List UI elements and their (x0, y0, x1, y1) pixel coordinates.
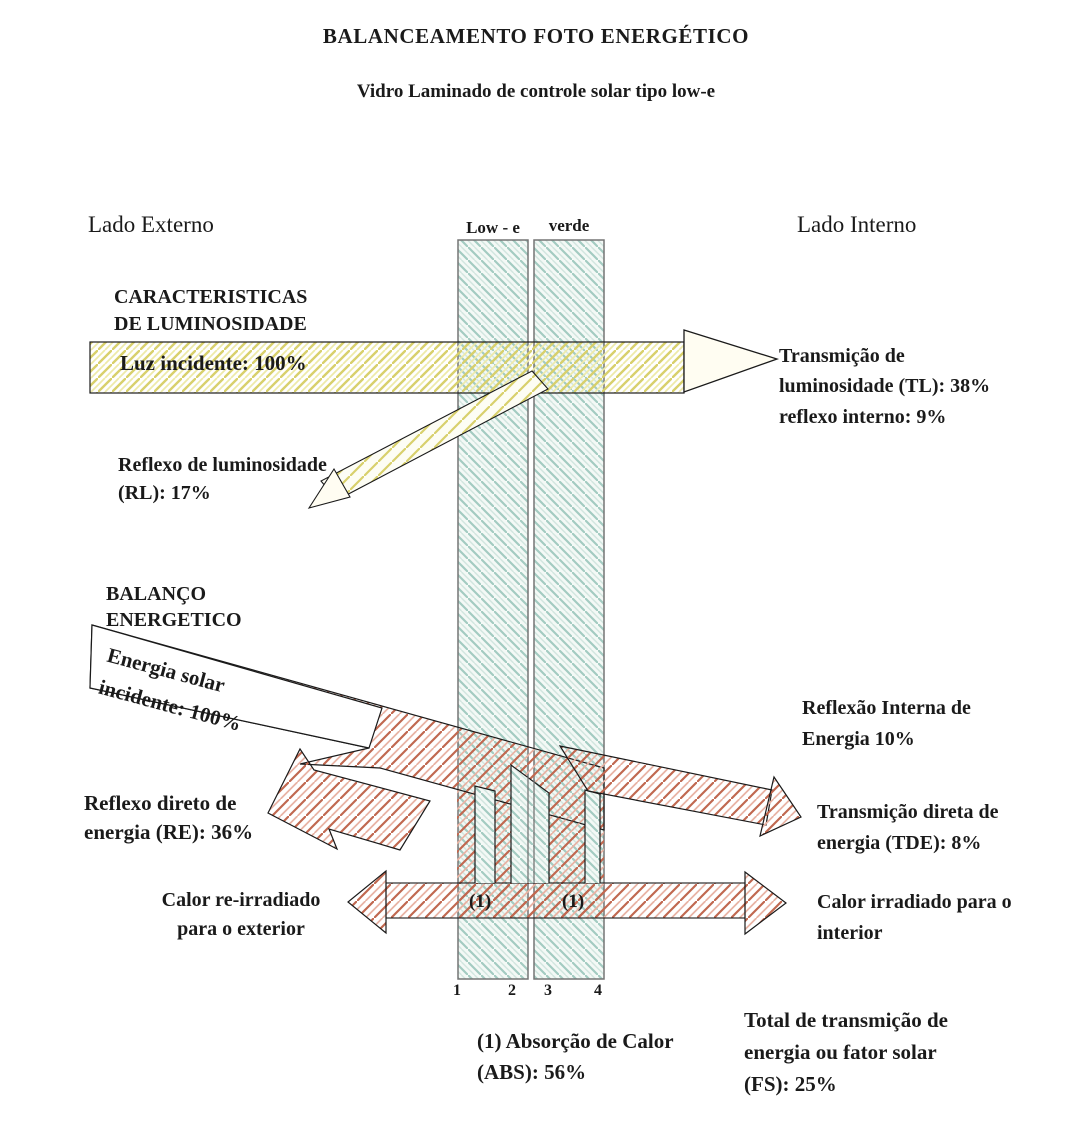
absorption-marker-left: (1) (469, 891, 492, 912)
page-subtitle: Vidro Laminado de controle solar tipo lo… (356, 81, 716, 102)
incident-light-label: Luz incidente: 100% (120, 351, 307, 375)
absorption-marker-right: (1) (562, 891, 585, 912)
incident-energy-label-strip (89, 624, 383, 749)
pane2-label: verde (548, 216, 590, 235)
side-label-internal: Lado Interno (797, 212, 917, 237)
absorption-channel-right (584, 789, 601, 883)
pane1-label: Low - e (466, 218, 520, 237)
surface-tick-1: 1 (453, 982, 461, 999)
light-transmission-label: Transmição de luminosidade (TL): 38% (779, 345, 991, 397)
absorption-label: (1) Absorção de Calor (ABS): 56% (477, 1029, 674, 1084)
side-label-external: Lado Externo (88, 212, 214, 237)
light-reflection-arrowhead (307, 467, 351, 509)
light-reflection-label: Reflexo de luminosidade (RL): 17% (118, 454, 327, 504)
heat-arrowhead-left (347, 869, 387, 935)
surface-tick-2: 2 (508, 982, 516, 999)
absorption-channel-left (474, 785, 496, 883)
luminosity-heading: CARACTERISTICAS DE LUMINOSIDADE (114, 286, 308, 335)
absorption-channel-center (510, 763, 550, 883)
internal-energy-reflection-label: Reflexão Interna de Energia 10% (802, 697, 971, 750)
direct-energy-reflection-label: Reflexo direto de energia (RE): 36% (84, 791, 254, 844)
incident-light-arrowhead (683, 329, 780, 393)
heat-arrowhead-right (744, 870, 787, 936)
surface-tick-4: 4 (594, 982, 602, 999)
heat-out-label: Calor re-irradiado para o exterior (161, 889, 321, 940)
heat-in-label: Calor irradiado para o interior (817, 891, 1012, 944)
page-title: BALANCEAMENTO FOTO ENERGÉTICO (322, 24, 750, 48)
energy-transmission-arrowhead (759, 775, 802, 838)
internal-light-reflection-label: reflexo interno: 9% (779, 406, 947, 428)
direct-energy-transmission-label: Transmição direta de energia (TDE): 8% (817, 801, 999, 854)
surface-tick-3: 3 (544, 982, 552, 999)
energy-heading: BALANÇO ENERGETICO (106, 583, 242, 631)
heat-band (385, 882, 746, 919)
solar-factor-label: Total de transmição de energia ou fator … (744, 1008, 948, 1096)
energy-reflection-arrow (267, 747, 431, 851)
